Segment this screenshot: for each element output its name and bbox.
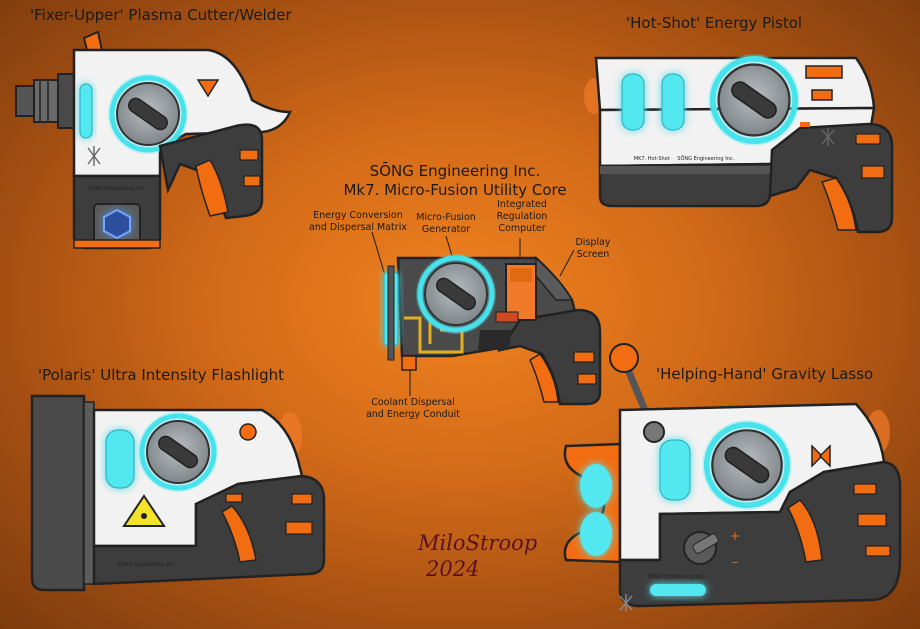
callout-generator-line2: Generator: [421, 224, 471, 235]
callout-energy-conversion-line1: Energy Conversion: [313, 210, 403, 221]
callout-display-line1: Display: [575, 237, 611, 248]
title-fixer-upper: 'Fixer-Upper' Plasma Cutter/Welder: [30, 6, 292, 24]
minus-icon: –: [732, 555, 738, 569]
fixer-upper-tool: SŌNG Engineering Inc.: [15, 30, 292, 250]
signature-year: 2024: [426, 557, 480, 581]
core-title: SŌNG Engineering Inc. Mk7. Micro-Fusion …: [300, 162, 610, 200]
signature-name: MiloStroop: [418, 531, 538, 555]
callout-coolant-line1: Coolant Dispersal: [371, 397, 455, 408]
core-title-line1: SŌNG Engineering Inc.: [369, 162, 541, 180]
core-diagram: [371, 231, 602, 406]
callout-generator: Micro-Fusion Generator: [408, 212, 484, 236]
callout-generator-line1: Micro-Fusion: [416, 212, 476, 223]
callout-coolant: Coolant Dispersal and Energy Conduit: [360, 397, 466, 421]
helping-brand-engraving: SŌNG Engineering Inc.: [648, 573, 705, 580]
hotshot-core-icon: [708, 54, 799, 145]
hex-crystal-icon: [103, 208, 131, 240]
core-title-line2: Mk7. Micro-Fusion Utility Core: [343, 181, 567, 199]
plus-icon: +: [730, 529, 740, 543]
gravity-core-icon: [702, 420, 792, 510]
artist-signature: MiloStroop 2024: [418, 530, 537, 582]
callout-energy-conversion-line2: and Dispersal Matrix: [309, 222, 407, 233]
fixer-brand-engraving: SŌNG Engineering Inc.: [89, 185, 146, 192]
callout-display: Display Screen: [566, 237, 620, 261]
helping-hand-tool: + – SŌNG Engineering Inc.: [563, 343, 902, 612]
lever-knob-icon: [609, 343, 639, 373]
title-hot-shot: 'Hot-Shot' Energy Pistol: [626, 14, 803, 32]
center-core-icon: [416, 254, 496, 334]
polaris-brand-engraving: SŌNG Engineering Inc.: [118, 561, 175, 568]
polaris-core-icon: [138, 412, 218, 492]
callout-regulation-line3: Computer: [498, 223, 546, 234]
polaris-tool: SŌNG Engineering Inc.: [30, 394, 326, 592]
callout-regulation: Integrated Regulation Computer: [484, 199, 560, 235]
callout-coolant-line2: and Energy Conduit: [365, 409, 461, 420]
callout-regulation-line2: Regulation: [496, 211, 548, 222]
callout-display-line2: Screen: [576, 249, 610, 260]
laser-warning-icon: [122, 494, 166, 527]
hot-shot-tool: MK7. Hot-Shot SŌNG Engineering Inc.: [584, 54, 894, 234]
callout-energy-conversion: Energy Conversion and Dispersal Matrix: [306, 210, 410, 234]
title-polaris: 'Polaris' Ultra Intensity Flashlight: [38, 366, 284, 384]
title-helping-hand: 'Helping-Hand' Gravity Lasso: [656, 365, 874, 383]
callout-regulation-line1: Integrated: [497, 199, 547, 210]
hotshot-engraving: MK7. Hot-Shot SŌNG Engineering Inc.: [634, 155, 735, 162]
